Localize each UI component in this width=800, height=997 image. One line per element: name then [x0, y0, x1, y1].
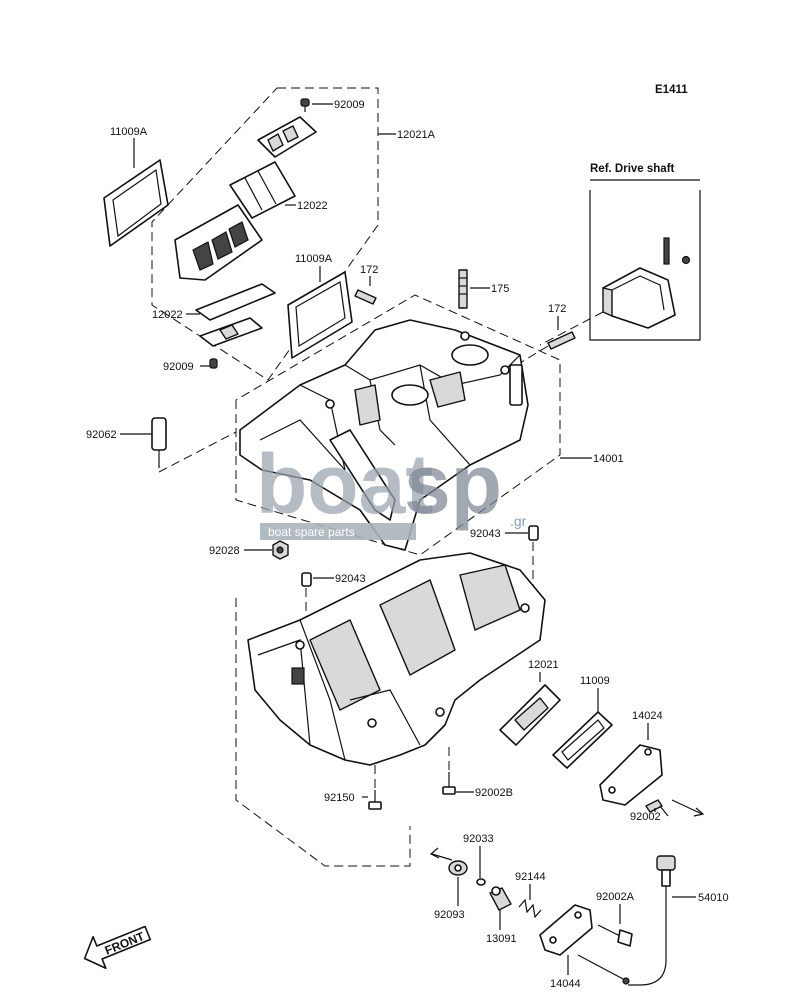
- cable-stub: [577, 954, 626, 981]
- lower-crankcase-half: [247, 552, 546, 766]
- crankcase-group-outline: [235, 294, 561, 556]
- label-172-left: 172: [360, 264, 378, 276]
- washer-92033: [476, 878, 486, 886]
- reed-valve-block: [174, 204, 263, 281]
- label-14044: 14044: [550, 978, 581, 990]
- diagram-code: E1411: [655, 84, 688, 96]
- label-14024: 14024: [632, 710, 663, 722]
- gasket-11009A-left: [103, 159, 169, 247]
- reed-valve-group-outline: [151, 87, 379, 381]
- pin-13091: [489, 886, 512, 911]
- reed-petals-12022-left: [195, 283, 276, 347]
- dowel-92043-lower: [301, 572, 312, 587]
- label-12021: 12021: [528, 659, 559, 671]
- cable-54010: [628, 855, 676, 986]
- lower-crankcase-outline: [235, 598, 411, 867]
- reed-stopper-plate-top: [257, 116, 317, 158]
- watermark-suffix: .gr: [510, 513, 527, 529]
- label-11009: 11009: [580, 675, 610, 687]
- gasket-11009: [552, 711, 613, 769]
- stud-172-right: [547, 331, 576, 350]
- watermark-accent: sp: [404, 437, 502, 531]
- label-92043-lower: 92043: [335, 573, 366, 585]
- front-label: FRONT: [103, 929, 147, 958]
- plug-92062: [151, 417, 167, 468]
- watermark-text: boat: [256, 437, 433, 531]
- label-13091: 13091: [486, 933, 517, 945]
- label-12022-left: 12022: [152, 309, 183, 321]
- front-direction-arrow: FRONT: [83, 925, 152, 970]
- bolt-92002B: [442, 772, 456, 795]
- label-92028: 92028: [209, 545, 240, 557]
- cover-12021: [499, 684, 561, 746]
- label-92093: 92093: [434, 909, 465, 921]
- stud-172-left: [354, 289, 377, 305]
- screw-92009-bottom: [209, 358, 218, 369]
- label-175: 175: [491, 283, 509, 295]
- label-14001: 14001: [593, 453, 624, 465]
- upper-crankcase-half: [239, 319, 529, 551]
- label-92002: 92002: [630, 811, 661, 823]
- ref-drive-shaft-note: Ref. Drive shaft: [590, 163, 675, 175]
- cover-14044: [539, 904, 593, 956]
- nut-92028: [272, 540, 289, 560]
- dowel-92043-upper: [528, 525, 539, 541]
- label-12022-right: 12022: [297, 200, 328, 212]
- label-172-right: 172: [548, 303, 566, 315]
- label-92150: 92150: [324, 792, 355, 804]
- label-92002A: 92002A: [596, 891, 635, 903]
- drive-shaft-cover: [602, 237, 691, 329]
- stud-175: [458, 269, 468, 309]
- direction-arrow-left: [431, 853, 453, 861]
- label-92033: 92033: [463, 833, 494, 845]
- label-11009A-left: 11009A: [110, 126, 148, 138]
- label-92144: 92144: [515, 871, 546, 883]
- label-11009A-mid: 11009A: [295, 253, 333, 265]
- label-92002B: 92002B: [475, 787, 513, 799]
- cover-14024: [599, 744, 663, 806]
- bolt-92002A: [597, 924, 633, 947]
- spring-92144: [518, 898, 542, 919]
- gasket-11009A-mid: [287, 271, 353, 359]
- bolt-92002: [645, 799, 669, 817]
- watermark-logo: boat sp .gr boat spare parts: [256, 437, 527, 540]
- label-92062: 92062: [86, 429, 117, 441]
- watermark-subtext: boat spare parts: [268, 525, 355, 539]
- bolt-92150: [368, 790, 382, 810]
- label-54010: 54010: [698, 892, 729, 904]
- screw-92009-top: [300, 98, 310, 112]
- ref-drive-shaft-box: [589, 190, 701, 341]
- label-92009-bottom: 92009: [163, 361, 194, 373]
- label-92043-upper: 92043: [470, 528, 501, 540]
- label-12021A: 12021A: [397, 129, 436, 141]
- label-92009-top: 92009: [334, 99, 365, 111]
- reed-petals-12022-right: [229, 161, 296, 219]
- seal-92093: [448, 860, 468, 876]
- direction-arrow-right: [671, 799, 703, 815]
